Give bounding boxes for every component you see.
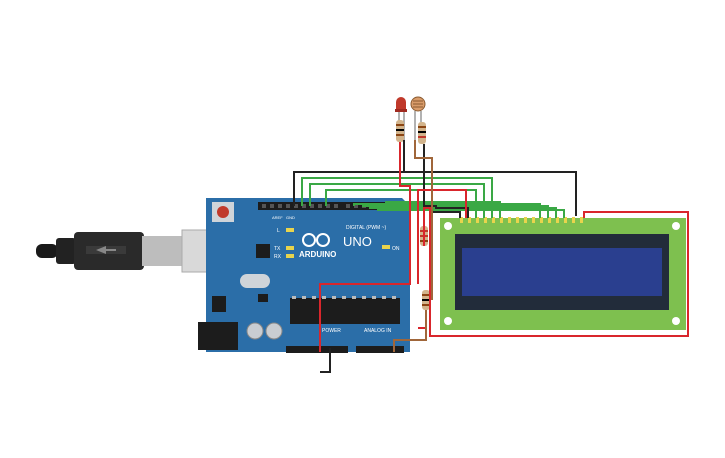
gnd-label: GND [286, 215, 295, 220]
led-l [286, 228, 294, 232]
model-label: UNO [343, 234, 372, 249]
tx-label: TX [274, 246, 281, 252]
wire-black-1 [293, 171, 577, 216]
arduino-board[interactable]: AREF GND DIGITAL (PWM ~) L TX RX ARDUINO… [198, 198, 410, 353]
mount-hole-tl [444, 222, 452, 230]
wire-brown-1 [393, 140, 433, 352]
on-label: ON [392, 246, 400, 252]
analog-label: ANALOG IN [364, 328, 392, 334]
capacitor-2 [265, 322, 283, 340]
wire-red-4 [418, 310, 427, 329]
rx-label: RX [274, 254, 282, 260]
brand-label: ARDUINO [299, 250, 336, 259]
crystal [240, 274, 270, 288]
led-tx [286, 246, 294, 250]
resistor-ldr[interactable] [418, 122, 426, 144]
capacitor-1 [246, 322, 264, 340]
led-on [382, 245, 390, 249]
wires [293, 140, 689, 373]
wire-black-2 [423, 144, 469, 218]
wire-red-3 [423, 207, 689, 337]
power-label: POWER [322, 328, 341, 334]
lcd-screen [462, 248, 662, 296]
usb-chip [256, 244, 270, 258]
resistor-backlight[interactable] [422, 290, 430, 310]
aref-label: AREF [272, 215, 283, 220]
wire-black-4 [320, 348, 331, 373]
l-label: L [277, 228, 280, 234]
digital-header [258, 202, 404, 210]
wire-green-7 [377, 206, 565, 218]
digital-label: DIGITAL (PWM ~) [346, 225, 386, 231]
mount-hole-tr [672, 222, 680, 230]
resistor-led[interactable] [396, 120, 404, 142]
smd-chip [258, 294, 268, 302]
arduino-logo [302, 233, 330, 247]
mount-hole-br [672, 317, 680, 325]
regulator [212, 296, 226, 312]
power-header [286, 346, 348, 353]
analog-header [356, 346, 404, 353]
led-rx [286, 254, 294, 258]
usb-icon [96, 246, 116, 254]
photoresistor[interactable] [410, 96, 426, 140]
reset-button-cap[interactable] [217, 206, 229, 218]
lcd-pin-pads [460, 217, 583, 223]
power-jack[interactable] [198, 322, 238, 350]
atmega-chip [290, 298, 400, 324]
wire-red-1 [319, 142, 411, 352]
wire-green-1 [301, 177, 493, 218]
mount-hole-bl [444, 317, 452, 325]
wire-red-2 [417, 189, 467, 284]
wire-green-8 [385, 201, 501, 218]
lcd-module[interactable] [440, 217, 686, 330]
